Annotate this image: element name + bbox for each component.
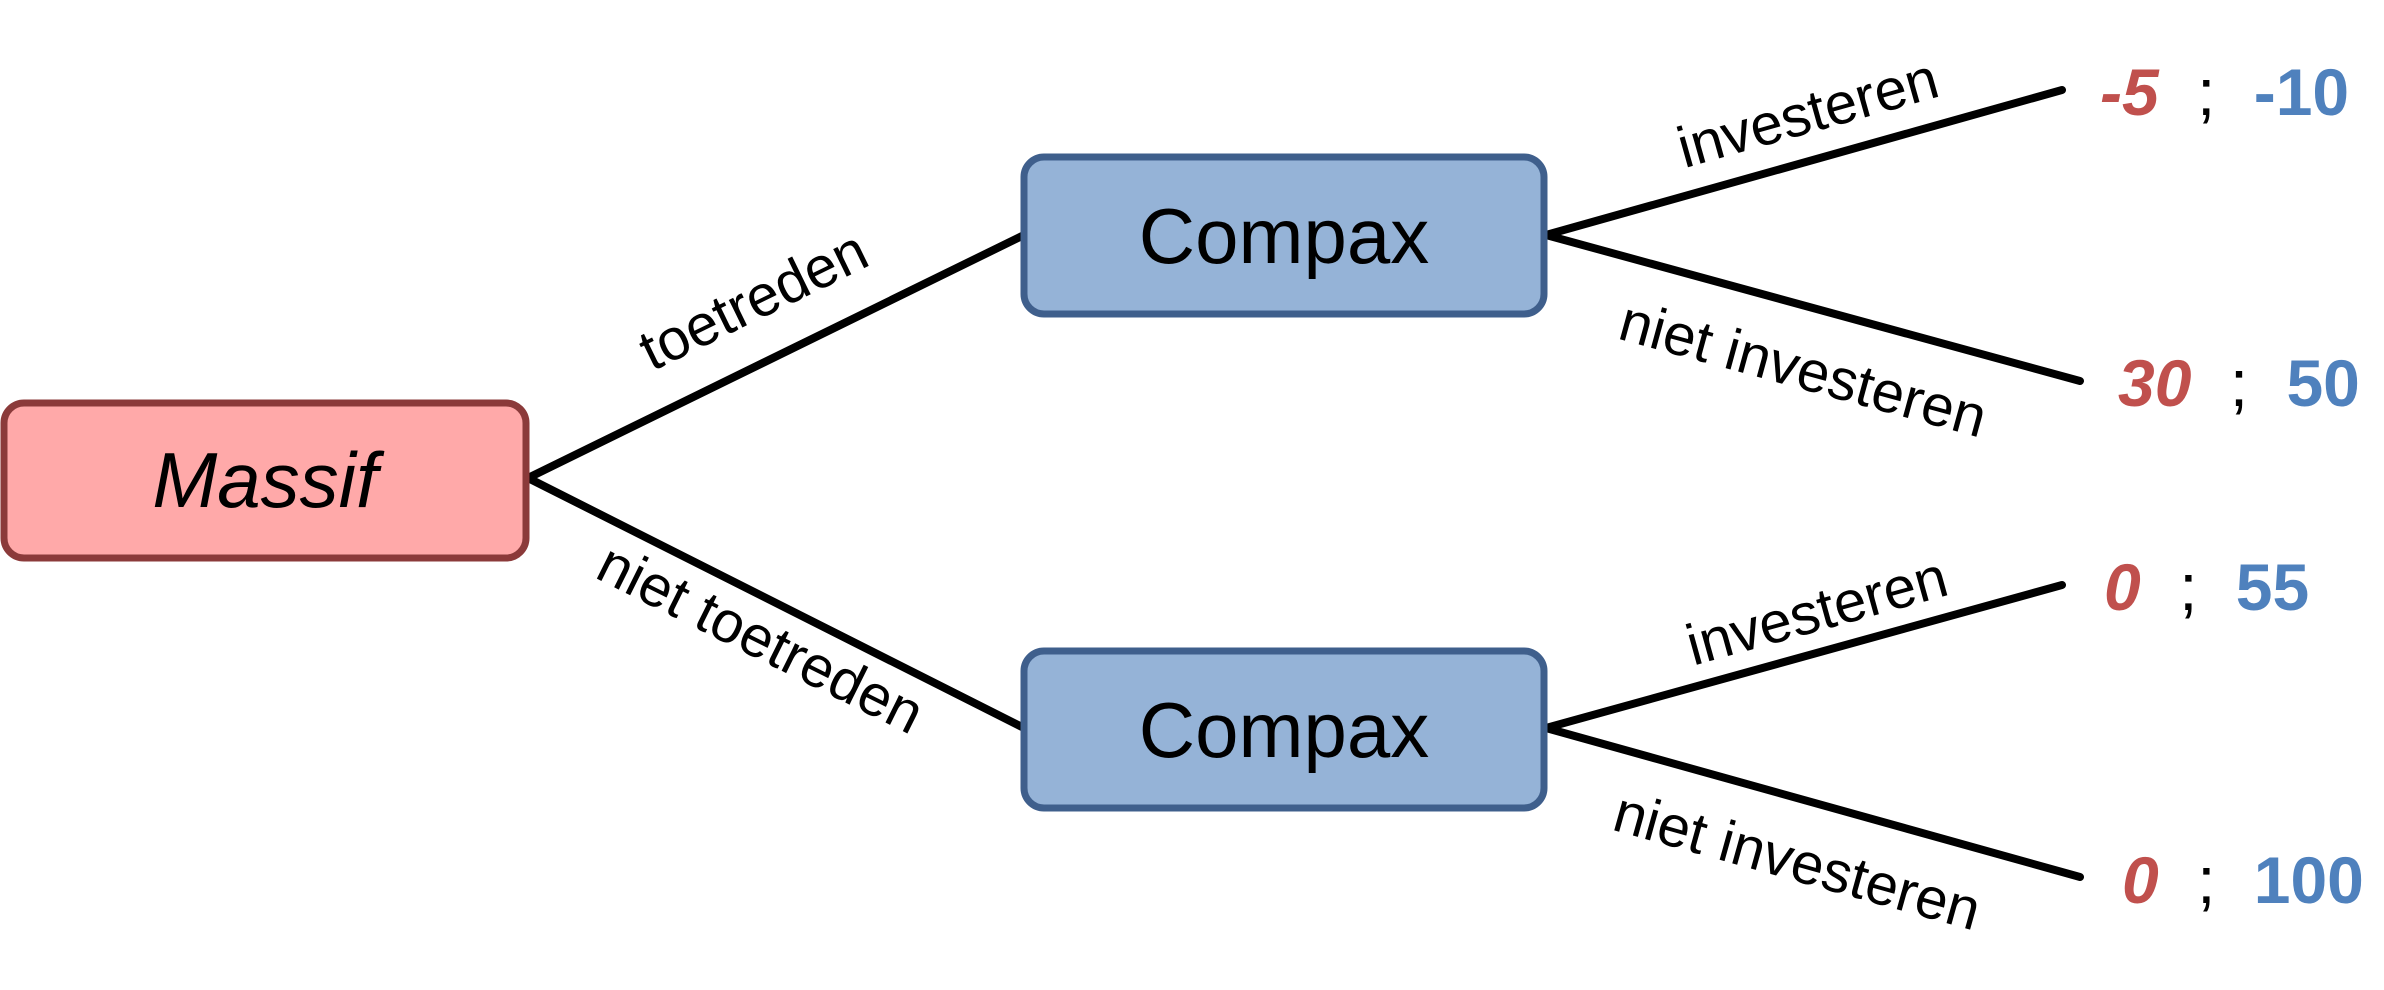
- payoff-3-massif: 0: [2104, 550, 2141, 624]
- edge-label-bottom-investeren: investeren: [1679, 544, 1954, 678]
- payoff-4-massif: 0: [2122, 843, 2159, 917]
- node-compax-bottom-box: [1024, 651, 1544, 808]
- node-compax-bottom: Compax: [1020, 647, 1548, 812]
- edge-toetreden: [524, 231, 1028, 482]
- payoff-2-compax: 50: [2286, 346, 2359, 420]
- edge-top-investeren: [1542, 86, 2066, 239]
- edge-label-bottom-niet-investeren: niet investeren: [1607, 779, 1988, 943]
- payoff-3: 0 ; 55: [2104, 550, 2309, 624]
- payoff-4-separator: ;: [2197, 843, 2215, 917]
- payoff-2: 30 ; 50: [2118, 346, 2360, 420]
- node-compax-top-border: [1020, 153, 1548, 318]
- payoff-1-compax: -10: [2254, 55, 2349, 129]
- node-massif-box: [4, 403, 526, 558]
- node-massif-border: [0, 399, 530, 562]
- payoff-2-massif: 30: [2118, 346, 2192, 420]
- edge-label-toetreden: toetreden: [629, 218, 878, 384]
- payoff-4: 0 ; 100: [2122, 843, 2364, 917]
- edge-bottom-investeren: [1542, 581, 2066, 732]
- edge-label-niet-toetreden: niet toetreden: [587, 530, 933, 746]
- edge-top-niet-investeren: [1542, 231, 2084, 385]
- payoff-2-separator: ;: [2230, 346, 2248, 420]
- node-compax-top-label: Compax: [1139, 192, 1429, 280]
- node-massif: Massif: [0, 399, 530, 562]
- payoff-3-separator: ;: [2179, 550, 2197, 624]
- node-compax-top-box: [1024, 157, 1544, 314]
- payoff-3-compax: 55: [2236, 550, 2309, 624]
- payoff-4-compax: 100: [2254, 843, 2364, 917]
- edge-bottom-niet-investeren: [1542, 724, 2084, 881]
- payoff-1: -5 ; -10: [2100, 55, 2349, 129]
- node-compax-bottom-label: Compax: [1139, 686, 1429, 774]
- payoff-1-massif: -5: [2100, 55, 2160, 129]
- payoff-1-separator: ;: [2197, 55, 2215, 129]
- node-compax-top: Compax: [1020, 153, 1548, 318]
- node-compax-bottom-border: [1020, 647, 1548, 812]
- edge-niet-toetreden: [524, 474, 1028, 732]
- edge-label-top-niet-investeren: niet investeren: [1613, 288, 1994, 450]
- node-massif-label: Massif: [152, 436, 385, 524]
